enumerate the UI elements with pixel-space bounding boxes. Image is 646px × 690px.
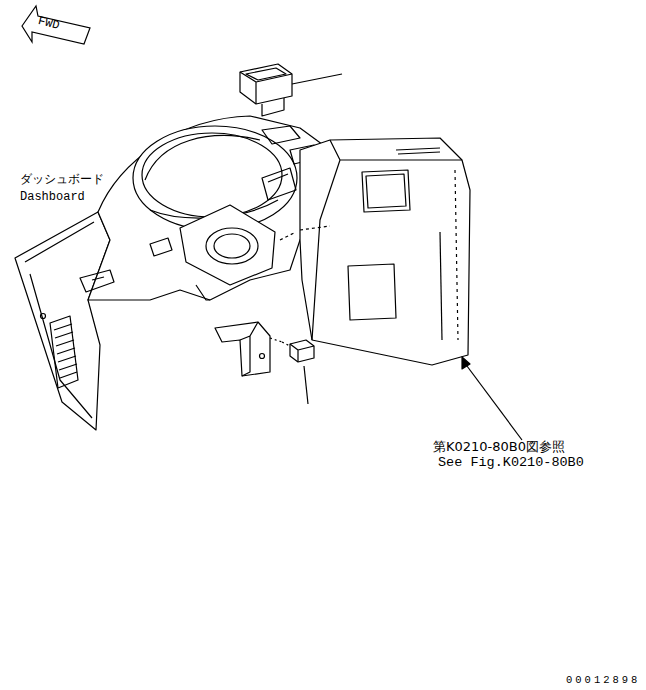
drawing-number: 00012898 <box>566 674 640 686</box>
reference-note: See Fig.K0210-80B0 <box>438 455 584 470</box>
part-name-ja: ダッシュボード <box>20 171 104 188</box>
direction-arrow: FWD <box>18 2 94 46</box>
reference-note-ja: 第K0210-80B0図参照 <box>433 438 565 456</box>
part-name: Dashboard <box>20 190 85 204</box>
